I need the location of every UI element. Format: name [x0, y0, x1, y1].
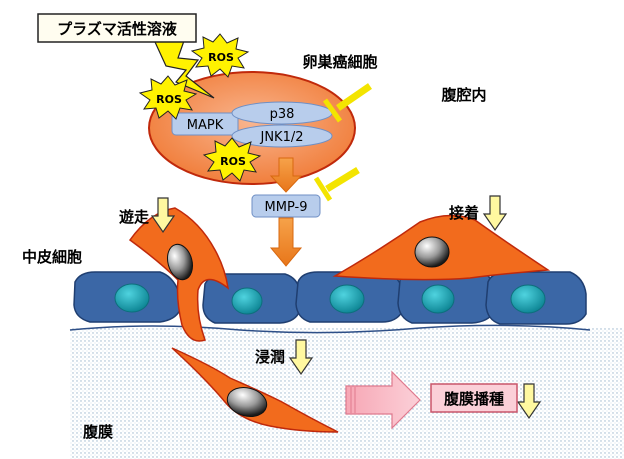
mmp9-label: MMP-9 — [265, 200, 308, 215]
inhibition-p38 — [322, 83, 372, 123]
invasion-label: 浸潤 — [255, 348, 285, 366]
ros-burst-top — [190, 33, 250, 78]
mesothelial-nucleus — [421, 284, 455, 314]
inhibition-mmp9 — [313, 167, 360, 202]
mapk-label: MAPK — [187, 118, 224, 133]
ros-burst-inner — [202, 137, 262, 182]
dissemination-label: 腹膜播種 — [444, 390, 504, 408]
peritoneum-label: 腹膜 — [83, 423, 113, 441]
invading-cell-nucleus — [226, 387, 268, 417]
ros-label-top: ROS — [208, 51, 234, 64]
dissemination-down-arrow — [516, 383, 542, 420]
migration-down-arrow — [150, 197, 176, 234]
mesothelial-nucleus — [114, 283, 150, 313]
signal-arrow-lower — [269, 217, 303, 267]
ovarian-cancer-cell-label: 卵巣癌細胞 — [302, 53, 377, 71]
adhesion-down-arrow — [482, 195, 508, 232]
ros-label-inner: ROS — [220, 155, 246, 168]
basement-membrane — [69, 324, 591, 334]
mesothelial-nucleus — [510, 284, 546, 314]
mesothelial-nucleus — [231, 287, 263, 315]
mesothelial-nuclei — [114, 283, 546, 315]
p38-label: p38 — [270, 107, 295, 122]
plasma-liquid-box — [37, 13, 197, 43]
ros-label-left: ROS — [156, 93, 182, 106]
peritoneal-cavity-label: 腹腔内 — [441, 86, 486, 104]
dissemination-arrow — [345, 370, 421, 430]
migrating-cell-nucleus — [167, 243, 193, 281]
mmp9-box — [251, 194, 321, 218]
mesothelial-cell-label: 中皮細胞 — [22, 248, 82, 266]
mesothelial-nucleus — [329, 284, 365, 314]
dissemination-box — [430, 383, 518, 413]
migration-label: 遊走 — [119, 208, 149, 226]
plasma-liquid-label: プラズマ活性溶液 — [57, 20, 178, 38]
invasion-down-arrow — [288, 339, 314, 376]
jnk-label: JNK1/2 — [259, 130, 303, 145]
signal-arrow-upper — [269, 157, 303, 193]
adhering-cell-nucleus — [414, 236, 450, 268]
ros-burst-left — [138, 75, 198, 120]
adhesion-label: 接着 — [449, 204, 479, 222]
jnk-pill — [231, 124, 333, 148]
mapk-box — [171, 112, 239, 136]
plasma-lightning — [154, 37, 215, 99]
mesothelial-cell-layer — [73, 269, 587, 325]
